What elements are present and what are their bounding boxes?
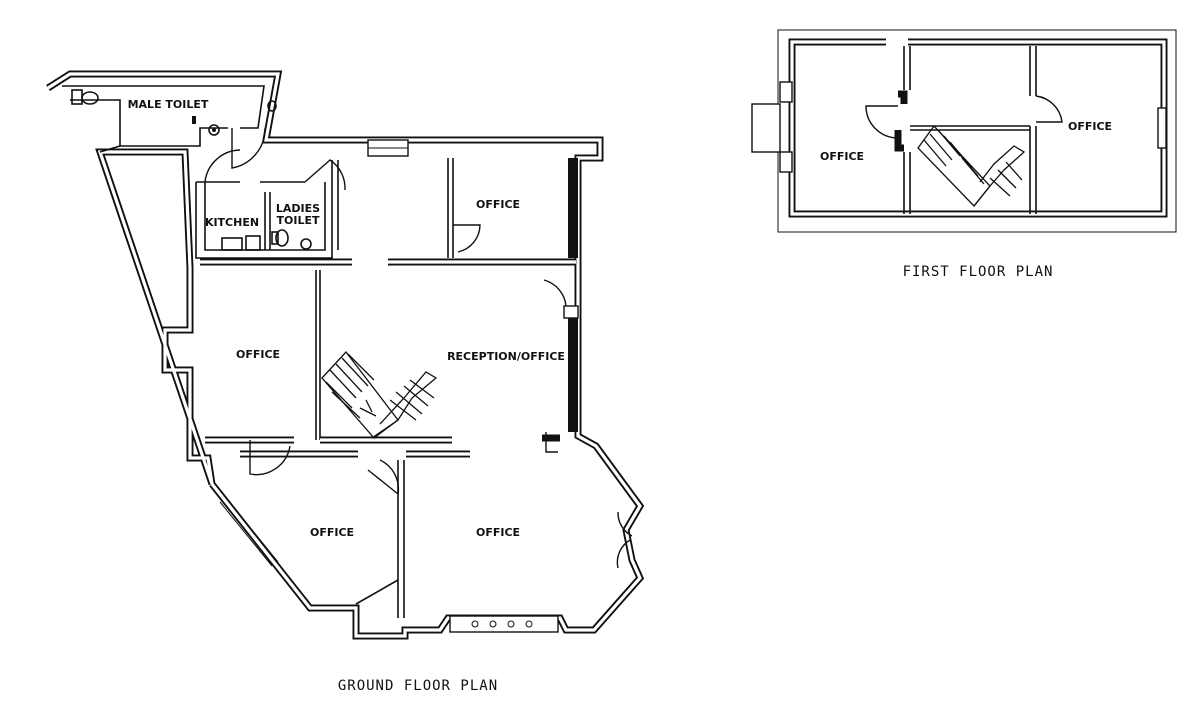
- male-toilet-bowl-icon: [81, 91, 99, 105]
- ground-floor-staircase-icon: [321, 350, 438, 439]
- first-floor-outer-walls: [751, 29, 1177, 233]
- room-label-ladies-toilet-line2: TOILET: [277, 214, 320, 227]
- ladies-toilet-bowl-icon: [275, 229, 289, 247]
- kitchen-unit-icon: [245, 235, 261, 251]
- first-floor-plan: OFFICE OFFICE FIRST FLOOR PLAN: [751, 29, 1177, 280]
- ground-floor-fixtures: [71, 89, 312, 251]
- ladies-basin-icon: [300, 238, 312, 250]
- room-label-office-bottom-right: OFFICE: [476, 526, 520, 539]
- urinal-icon: [208, 124, 220, 136]
- first-floor-interior-walls: [894, 46, 1037, 214]
- ground-floor-outer-walls: [46, 70, 645, 640]
- room-label-office-bottom-left: OFFICE: [310, 526, 354, 539]
- ground-floor-doors: [204, 127, 633, 569]
- ground-floor-plan-title: GROUND FLOOR PLAN: [338, 678, 498, 694]
- first-floor-room-label-office-left: OFFICE: [820, 150, 864, 163]
- room-label-reception: RECEPTION/OFFICE: [447, 350, 565, 363]
- first-floor-doors: [865, 95, 1063, 139]
- room-label-kitchen: KITCHEN: [205, 216, 259, 229]
- room-label-office-left: OFFICE: [236, 348, 280, 361]
- room-label-male-toilet: MALE TOILET: [128, 98, 209, 111]
- kitchen-sink-icon: [221, 237, 243, 251]
- ground-floor-plan: MALE TOILET KITCHEN LADIES TOILET OFFICE…: [46, 70, 645, 694]
- room-label-ladies-toilet-line1: LADIES: [276, 202, 320, 215]
- ground-floor-room-labels: MALE TOILET KITCHEN LADIES TOILET OFFICE…: [128, 98, 565, 539]
- male-toilet-cistern-icon: [71, 89, 83, 105]
- first-floor-room-label-office-right: OFFICE: [1068, 120, 1112, 133]
- first-floor-plan-title: FIRST FLOOR PLAN: [903, 264, 1054, 280]
- first-floor-room-labels: OFFICE OFFICE: [820, 120, 1112, 163]
- first-floor-staircase-icon: [917, 124, 1026, 207]
- room-label-office-top-right: OFFICE: [476, 198, 520, 211]
